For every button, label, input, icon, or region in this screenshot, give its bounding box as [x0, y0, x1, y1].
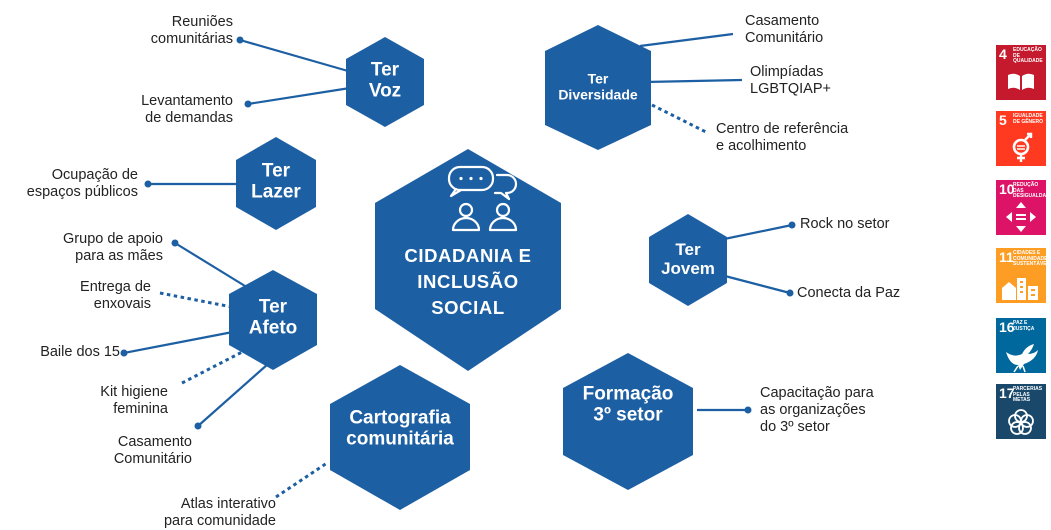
- label-olimpiadas: Olimpíadas LGBTQIAP+: [750, 64, 831, 97]
- connector-casamento-bottom: [197, 363, 269, 427]
- connector-dot: [171, 239, 179, 247]
- label-casamento-top: Casamento Comunitário: [745, 13, 824, 46]
- connector-casamento-top: [639, 32, 734, 48]
- connector-enxovais: [159, 291, 233, 309]
- hex-ter-jovem: [649, 214, 727, 306]
- connector-atlas: [275, 461, 328, 499]
- label-ocupacao: Ocupação de espaços públicos: [26, 167, 138, 200]
- sdg-text: CIDADES E COMUNIDADES SUSTENTÁVEIS: [1013, 250, 1046, 267]
- connector-levantamento: [247, 86, 351, 106]
- sdg-number: 10: [999, 181, 1015, 197]
- sdg-text: REDUÇÃO DAS DESIGUALDADES: [1013, 182, 1046, 199]
- hex-center: [375, 149, 561, 371]
- label-conecta: Conecta da Paz: [797, 285, 901, 301]
- connector-dot: [788, 221, 796, 229]
- label-casamento-bottom: Casamento Comunitário: [113, 434, 192, 467]
- sdg-text: IGUALDADE DE GÊNERO: [1013, 113, 1044, 125]
- connector-dot: [144, 180, 152, 188]
- label-centro-ref: Centro de referência e acolhimento: [716, 121, 849, 154]
- center-title: CIDADANIA E INCLUSÃO SOCIAL: [404, 245, 532, 318]
- sdg-number: 5: [999, 112, 1007, 128]
- sdg-text: EDUCAÇÃO DE QUALIDADE: [1013, 47, 1043, 64]
- sdg-tile-4: 4 EDUCAÇÃO DE QUALIDADE: [996, 45, 1046, 100]
- connector-baile: [123, 329, 239, 355]
- sdg-tile-5: 5 IGUALDADE DE GÊNERO: [996, 111, 1046, 166]
- hub-ter-diversidade: Ter Diversidade: [558, 70, 638, 102]
- connector-reunioes: [239, 38, 349, 73]
- connector-dot: [236, 36, 244, 44]
- connector-dot: [786, 289, 794, 297]
- connector-dot: [744, 406, 752, 414]
- label-capacitacao: Capacitação para as organizações do 3º s…: [760, 385, 874, 435]
- connector-dot: [120, 349, 128, 357]
- connector-dot: [244, 100, 252, 108]
- label-kit: Kit higiene feminina: [100, 384, 168, 417]
- sdg-tile-16: 16 PAZ E JUSTIÇA: [996, 318, 1046, 373]
- hex-formacao: [563, 353, 693, 490]
- hub-ter-afeto: Ter Afeto: [248, 296, 298, 339]
- sdg-number: 16: [999, 319, 1015, 335]
- sdg-tile-17: 17 PARCERIAS PELAS METAS: [996, 384, 1046, 439]
- label-atlas: Atlas interativo para comunidade: [163, 496, 276, 529]
- connector-centro-ref: [651, 103, 707, 134]
- partnership-rings-icon: [1008, 409, 1034, 435]
- hex-ter-afeto: [229, 270, 317, 370]
- hex-ter-diversidade: [545, 25, 651, 150]
- label-enxovais: Entrega de enxovais: [80, 279, 151, 312]
- connector-dot: [194, 422, 202, 430]
- label-baile: Baile dos 15: [40, 344, 120, 360]
- hub-ter-jovem: Ter Jovem: [661, 239, 715, 278]
- sdg-tile-11: 11 CIDADES E COMUNIDADES SUSTENTÁVEIS: [996, 248, 1046, 303]
- sdg-number: 11: [999, 249, 1014, 265]
- hex-ter-lazer: [236, 137, 316, 230]
- gender-equality-icon: [1012, 132, 1033, 162]
- equality-arrows-icon: [1006, 202, 1036, 232]
- hub-ter-voz: Ter Voz: [368, 59, 402, 102]
- sdg-text: PARCERIAS PELAS METAS: [1013, 386, 1043, 403]
- hub-formacao: Formação 3º setor: [582, 383, 674, 426]
- hex-ter-voz: [346, 37, 424, 127]
- sdg-number: 4: [999, 46, 1007, 62]
- connector-kit: [181, 348, 247, 385]
- label-grupo-apoio: Grupo de apoio para as mães: [63, 231, 163, 264]
- hub-ter-lazer: Ter Lazer: [251, 160, 301, 203]
- label-levantamento: Levantamento de demandas: [141, 93, 233, 126]
- label-rock: Rock no setor: [800, 216, 890, 232]
- hex-cartografia: [330, 365, 470, 510]
- connector-grupo-apoio: [174, 242, 246, 287]
- connector-olimpiadas: [644, 78, 743, 84]
- city-icon: [1002, 278, 1038, 300]
- chat-people-icon: [447, 165, 518, 232]
- book-icon: [1008, 73, 1034, 90]
- dove-icon: [1006, 344, 1038, 373]
- label-reunioes: Reuniões comunitárias: [150, 14, 233, 47]
- sdg-tile-10: 10 REDUÇÃO DAS DESIGUALDADES: [996, 180, 1046, 235]
- sdg-text: PAZ E JUSTIÇA: [1013, 320, 1035, 332]
- hub-cartografia: Cartografia comunitária: [346, 407, 454, 450]
- sdg-number: 17: [999, 385, 1015, 401]
